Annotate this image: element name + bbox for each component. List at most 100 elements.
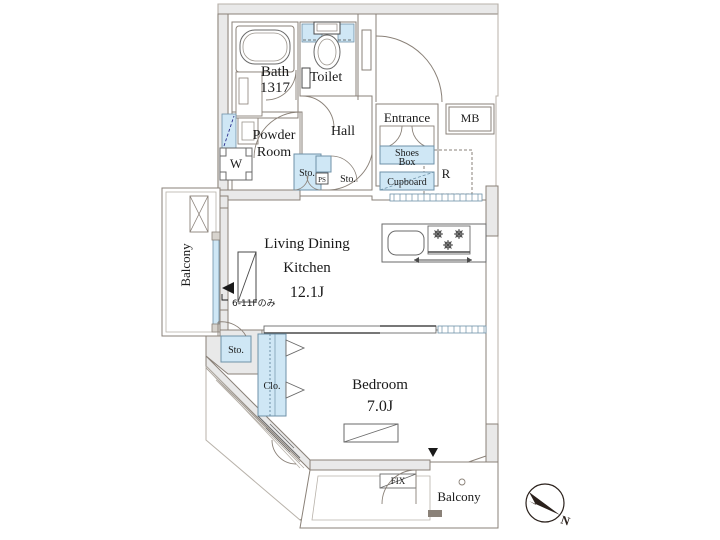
stove-burners [433,229,464,250]
compass-rose: N [525,483,572,529]
label-storage-1: Sto. [299,168,315,179]
kitchen-sink-icon [387,230,425,256]
bedroom-window-diagonal [343,423,399,443]
ldk-door-swing[interactable] [325,153,373,191]
plan-text-labels: Bath 1317 Toilet Powder Room Hall Entran… [178,64,481,504]
cupboard-diagonal [379,171,435,191]
bedroom-vent-grille [437,325,487,334]
shoes-box[interactable] [379,145,435,165]
wall-col-right-1 [485,185,499,237]
storage-1-doors[interactable] [293,175,322,191]
label-balcony-south: Balcony [437,489,481,504]
balcony-drain-icon [458,478,466,486]
label-ldk-area: 12.1J [290,284,324,301]
storage-3-door-swing[interactable] [217,321,247,337]
ps-shaft-box [315,172,329,185]
diagonal-wall-outer [215,379,305,469]
powder-sink-icon [241,121,255,141]
label-bedroom-area: 7.0J [367,398,393,415]
label-fix-window: FIX [391,476,406,486]
label-mb: MB [461,111,480,125]
powder-window-swing [223,115,235,147]
label-powder-room: Powder [253,128,296,143]
label-hall: Hall [331,124,355,139]
balcony-door-swing[interactable] [381,469,417,505]
label-shoes-box-2: Box [399,157,416,168]
label-bath-size: 1317 [260,80,291,96]
balcony-south [205,365,499,529]
label-closet: Clo. [264,381,281,392]
storage-3-box[interactable] [220,335,252,363]
balcony-west-railing-x [189,195,209,233]
diagonal-door-swing[interactable] [271,439,297,465]
label-shoes-box: Shoes [395,148,419,159]
powder-room-fixtures [219,111,301,181]
powder-door-swing[interactable] [253,111,301,159]
kitchen-stove-outline [427,225,471,255]
room-outline-bath [231,21,299,119]
ldk-wall-niche-diagonal [237,251,257,303]
closet-door-marker-top[interactable] [285,339,306,357]
closet-box[interactable] [257,333,287,417]
entry-corridor-niche [361,29,372,71]
entry-corridor [357,14,377,100]
bedroom-sliding-partition[interactable] [263,325,437,334]
storage-units [217,153,373,363]
annotation-floor-note: 6-11Fのみ [232,298,276,309]
bedroom-features [257,325,487,465]
storage-2-swing[interactable] [330,155,358,183]
entrance-fixtures [375,35,443,191]
washer-icon [219,147,253,181]
room-outline-mb [445,103,495,135]
label-cupboard: Cupboard [387,177,426,188]
label-toilet: Toilet [310,70,343,85]
label-washer: W [230,156,243,171]
floor-note-leader [221,294,228,301]
label-ps-shaft: PS [318,176,326,184]
toilet-tank-inner [316,23,338,32]
front-door-swing[interactable] [375,35,443,103]
storage-2-box[interactable] [315,155,332,173]
balcony-west [161,187,221,337]
balcony-partition-marker [428,510,442,517]
mb-inner [448,106,492,132]
ldk-north-window-hatch [393,194,479,201]
label-storage-2: Sto. [340,174,356,185]
label-ldk-2: Kitchen [283,260,331,276]
label-bedroom: Bedroom [352,377,408,393]
bath-door-swing[interactable] [265,69,297,101]
balcony-west-sliding-door[interactable] [212,237,220,327]
bathtub-inner [242,32,288,62]
bath-fixtures [235,25,297,117]
toilet-paper-holder [301,67,311,89]
bedroom-entry-marker [428,448,438,457]
label-storage-3: Sto. [228,345,244,356]
label-ldk: Living Dining [264,236,350,252]
south-wall-band [309,459,431,471]
bedroom-vent-hatch [441,326,485,333]
room-outline-hall [300,95,373,191]
label-bath: Bath [261,64,290,80]
floor-note-arrow [222,282,234,294]
label-entrance: Entrance [384,110,430,125]
ldk-openings [221,193,483,303]
compass-needle-north [529,492,560,515]
sliding-partition-rails [264,325,436,334]
toilet-bowl-inner [317,38,337,66]
label-r-meter: R [442,166,451,181]
label-powder-room-2: Room [257,145,291,160]
door-stop-top [211,231,221,241]
diagonal-door-track [257,415,301,459]
kitchen-counter [381,223,487,263]
compass-circle [525,483,565,523]
toilet-fixtures [301,21,355,129]
entrance-closet-opening[interactable] [379,125,435,149]
balcony-south-outline [299,461,499,529]
closet-door-marker-bottom[interactable] [285,381,306,399]
diagonal-door-leaves[interactable] [265,423,295,453]
compass-label-north: N [559,513,572,529]
bath-mirror [238,77,249,105]
toilet-door-swing[interactable] [301,95,335,129]
